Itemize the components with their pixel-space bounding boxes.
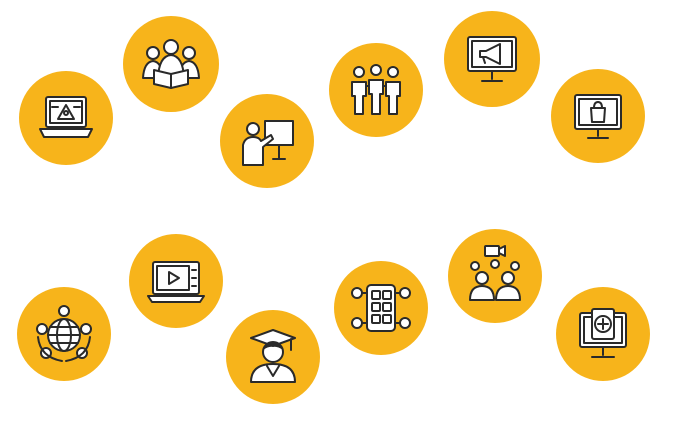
graduate-student-icon bbox=[250, 329, 296, 383]
group-reading-book-badge bbox=[122, 15, 220, 113]
monitor-shopping-bag-badge bbox=[550, 68, 646, 164]
monitor-medical-cross-icon bbox=[579, 308, 627, 358]
team-huddle-badge bbox=[328, 42, 424, 138]
monitor-shopping-bag-icon bbox=[574, 94, 622, 139]
team-huddle-icon bbox=[351, 64, 401, 115]
app-grid-connections-icon bbox=[351, 284, 411, 332]
video-player-laptop-badge bbox=[128, 233, 224, 329]
video-player-laptop-icon bbox=[147, 261, 205, 303]
monitor-medical-cross-badge bbox=[555, 286, 651, 382]
monitor-megaphone-badge bbox=[443, 10, 541, 108]
laptop-design-badge bbox=[18, 70, 114, 166]
video-conference-badge bbox=[447, 228, 543, 324]
teacher-presentation-badge bbox=[219, 93, 315, 189]
video-conference-icon bbox=[469, 245, 521, 301]
teacher-presentation-icon bbox=[242, 120, 294, 166]
graduate-student-badge bbox=[225, 309, 321, 405]
global-network-people-badge bbox=[16, 286, 112, 382]
monitor-megaphone-icon bbox=[467, 36, 517, 82]
laptop-design-icon bbox=[39, 96, 93, 138]
app-grid-connections-badge bbox=[333, 260, 429, 356]
global-network-people-icon bbox=[36, 305, 92, 362]
group-reading-book-icon bbox=[142, 39, 200, 89]
